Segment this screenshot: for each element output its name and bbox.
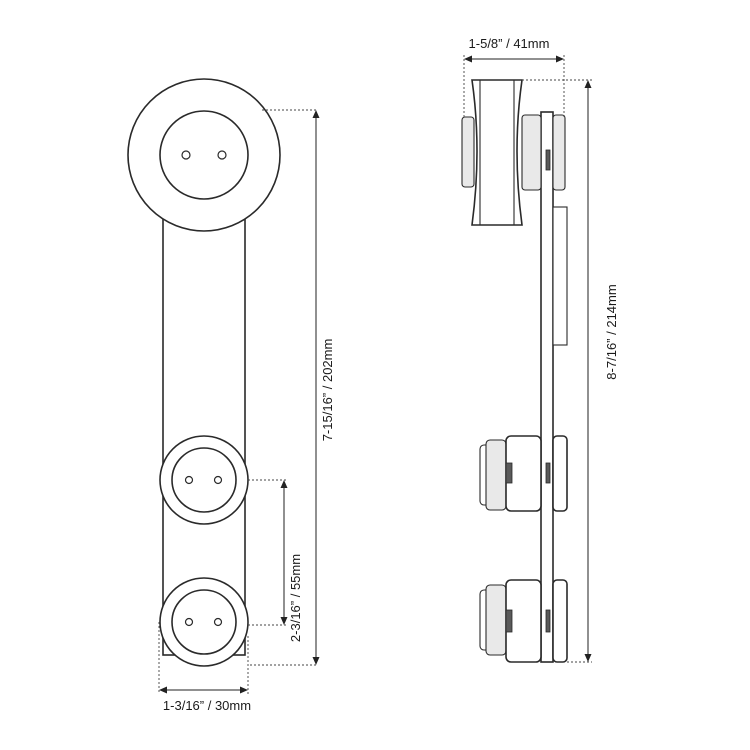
spacer-plate	[552, 206, 568, 346]
side-strap	[540, 111, 554, 663]
front-bottom-wheel	[159, 577, 249, 667]
bolt-hole	[217, 150, 227, 160]
bolt-hole	[213, 617, 223, 627]
dimension-wheel-depth	[464, 55, 564, 63]
label-wheel-depth: 1-5/8” / 41mm	[469, 36, 550, 51]
side-top-roller	[461, 79, 566, 226]
bolt-hole	[184, 617, 194, 627]
side-view: 1-5/8” / 41mm 8-7/16” / 214mm	[461, 36, 619, 663]
side-middle-guide	[479, 435, 568, 512]
label-overall-height-side: 8-7/16” / 214mm	[604, 284, 619, 379]
label-overall-height-front: 7-15/16” / 202mm	[320, 339, 335, 442]
label-strap-width: 1-3/16” / 30mm	[163, 698, 251, 713]
dimension-overall-height-front	[312, 110, 320, 665]
dimension-overall-height-side	[584, 80, 592, 662]
side-bottom-guide	[479, 579, 568, 663]
front-top-wheel	[127, 78, 281, 232]
label-wheel-spacing: 2-3/16” / 55mm	[288, 554, 303, 642]
front-view: 7-15/16” / 202mm 2-3/16” / 55mm 1-3/16” …	[127, 78, 335, 713]
dimension-strap-width	[159, 686, 248, 694]
bolt-hole	[181, 150, 191, 160]
front-middle-wheel	[159, 435, 249, 525]
bolt-hole	[184, 475, 194, 485]
dimension-wheel-spacing	[280, 480, 288, 625]
bolt-hole	[213, 475, 223, 485]
